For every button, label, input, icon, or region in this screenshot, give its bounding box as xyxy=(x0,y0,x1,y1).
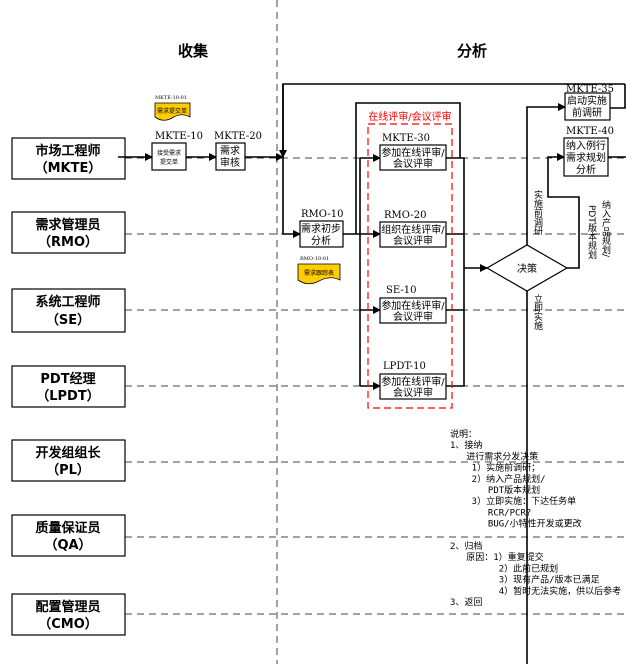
svg-text:需求跟踪表: 需求跟踪表 xyxy=(304,269,334,277)
note-line: 3）现有产品/版本已满足 xyxy=(450,574,600,586)
svg-text:审核: 审核 xyxy=(220,156,240,169)
svg-text:会议评审: 会议评审 xyxy=(393,234,433,247)
svg-text:（LPDT）: （LPDT） xyxy=(36,388,99,404)
svg-text:（CMO）: （CMO） xyxy=(38,616,98,632)
svg-text:需求: 需求 xyxy=(220,145,240,157)
branch-plan-line1: 纳入产品规划/ xyxy=(600,199,611,258)
svg-text:MKTE-10-01: MKTE-10-01 xyxy=(155,95,187,101)
svg-text:参加在线评审/: 参加在线评审/ xyxy=(381,299,445,312)
doc-requirement-submission: MKTE-10-01 需求提交单 xyxy=(154,95,191,121)
svg-text:纳入例行: 纳入例行 xyxy=(566,139,606,152)
note-line: 说明： xyxy=(450,428,477,440)
note-line: 3、返回 xyxy=(450,596,482,608)
svg-text:MKTE-20: MKTE-20 xyxy=(214,131,262,142)
svg-text:RMO-10: RMO-10 xyxy=(301,209,343,220)
svg-text:决策: 决策 xyxy=(517,262,537,275)
branch-immediate: 立即实施 xyxy=(532,293,543,331)
svg-text:RMO-10-01: RMO-10-01 xyxy=(300,256,329,262)
note-line: 3）立即实施：下达任务单 xyxy=(450,495,576,507)
svg-text:MKTE-35: MKTE-35 xyxy=(566,84,614,95)
svg-text:在线评审/会议评审: 在线评审/会议评审 xyxy=(368,110,451,123)
branch-plan-line2: PDT版本规划 xyxy=(586,205,597,259)
note-line: 2）此前已规划 xyxy=(450,562,558,574)
lane-qa: 质量保证员（QA） xyxy=(11,514,126,557)
svg-text:前调研: 前调研 xyxy=(572,106,602,119)
step-mkte-30: MKTE-30 参加在线评审/ 会议评审 xyxy=(379,133,447,171)
svg-text:MKTE-10: MKTE-10 xyxy=(155,131,203,142)
note-line: PDT版本规划 xyxy=(450,484,540,496)
note-line: 进行需求分发决策 xyxy=(450,450,538,462)
svg-text:PDT经理: PDT经理 xyxy=(40,371,95,387)
step-lpdt-10: LPDT-10 参加在线评审/ 会议评审 xyxy=(379,361,447,400)
doc-requirement-tracking: RMO-10-01 需求跟踪表 xyxy=(297,256,341,285)
svg-text:需求初步: 需求初步 xyxy=(301,222,341,235)
svg-text:组织在线评审/: 组织在线评审/ xyxy=(381,223,445,236)
step-rmo-20: RMO-20 组织在线评审/ 会议评审 xyxy=(379,210,447,248)
svg-text:（QA）: （QA） xyxy=(44,537,91,553)
svg-text:接受需求: 接受需求 xyxy=(157,149,181,157)
step-mkte-20: MKTE-20 需求 审核 xyxy=(214,131,262,171)
svg-text:（PL）: （PL） xyxy=(46,462,90,478)
svg-text:会议评审: 会议评审 xyxy=(393,157,433,170)
branch-research: 实施前调研 xyxy=(532,189,543,236)
step-mkte-35: MKTE-35 启动实施 前调研 xyxy=(564,84,614,121)
connectors xyxy=(118,83,626,664)
svg-text:启动实施: 启动实施 xyxy=(567,94,607,107)
lane-lpdt: PDT经理（LPDT） xyxy=(11,365,126,408)
note-line: 2、归档 xyxy=(450,540,482,552)
note-line: 1）实施前调研； xyxy=(450,462,540,474)
lane-pl: 开发组组长（PL） xyxy=(11,439,126,482)
lane-cmo: 配置管理员（CMO） xyxy=(11,593,126,636)
note-line: BUG/小特性开发或更改 xyxy=(450,518,582,530)
svg-text:（MKTE）: （MKTE） xyxy=(35,160,102,176)
lane-se: 系统工程师 （SE） xyxy=(11,288,126,333)
notes: 说明：1、接纳 进行需求分发决策 1）实施前调研； 2）纳入产品规划/ PDT版… xyxy=(450,428,621,608)
note-line: 原因：1）重复提交 xyxy=(450,551,544,563)
svg-text:会议评审: 会议评审 xyxy=(393,386,433,399)
svg-text:系统工程师: 系统工程师 xyxy=(35,294,100,310)
svg-text:分析: 分析 xyxy=(576,163,596,176)
step-mkte-10: MKTE-10 接受需求 提交单 xyxy=(151,131,203,171)
svg-text:（RMO）: （RMO） xyxy=(38,234,98,250)
svg-text:需求管理员: 需求管理员 xyxy=(35,217,100,233)
svg-text:质量保证员: 质量保证员 xyxy=(35,520,100,536)
svg-text:MKTE-40: MKTE-40 xyxy=(566,126,614,137)
review-group: 在线评审/会议评审 xyxy=(367,110,453,409)
svg-text:分析: 分析 xyxy=(311,234,331,247)
svg-text:需求规划: 需求规划 xyxy=(566,151,606,164)
header-collect: 收集 xyxy=(178,42,209,60)
decision-diamond: 决策 xyxy=(485,244,569,292)
svg-text:开发组组长: 开发组组长 xyxy=(35,445,101,461)
svg-text:提交单: 提交单 xyxy=(160,158,178,166)
svg-text:参加在线评审/: 参加在线评审/ xyxy=(381,375,445,388)
svg-text:需求提交单: 需求提交单 xyxy=(157,107,187,115)
svg-text:MKTE-30: MKTE-30 xyxy=(382,133,430,144)
svg-text:（SE）: （SE） xyxy=(46,312,90,328)
note-line: 1、接纳 xyxy=(450,439,482,451)
svg-text:SE-10: SE-10 xyxy=(386,285,416,296)
svg-text:LPDT-10: LPDT-10 xyxy=(383,361,426,372)
svg-text:参加在线评审/: 参加在线评审/ xyxy=(381,146,445,159)
step-se-10: SE-10 参加在线评审/ 会议评审 xyxy=(379,285,447,324)
step-rmo-10: RMO-10 需求初步 分析 xyxy=(299,209,344,248)
step-mkte-40: MKTE-40 纳入例行 需求规划 分析 xyxy=(563,126,614,177)
svg-text:会议评审: 会议评审 xyxy=(393,310,433,323)
note-line: 2）纳入产品规划/ xyxy=(450,473,546,485)
header-analyze: 分析 xyxy=(457,42,487,60)
note-line: RCR/PCR? xyxy=(450,508,531,518)
svg-text:市场工程师: 市场工程师 xyxy=(35,143,100,159)
lane-mkte: 市场工程师（MKTE） xyxy=(11,137,126,180)
svg-text:RMO-20: RMO-20 xyxy=(384,210,426,221)
svg-text:配置管理员: 配置管理员 xyxy=(35,599,100,615)
note-line: 4）暂时无法实施，供以后参考 xyxy=(450,585,621,597)
lane-rmo: 需求管理员（RMO） xyxy=(11,211,126,254)
